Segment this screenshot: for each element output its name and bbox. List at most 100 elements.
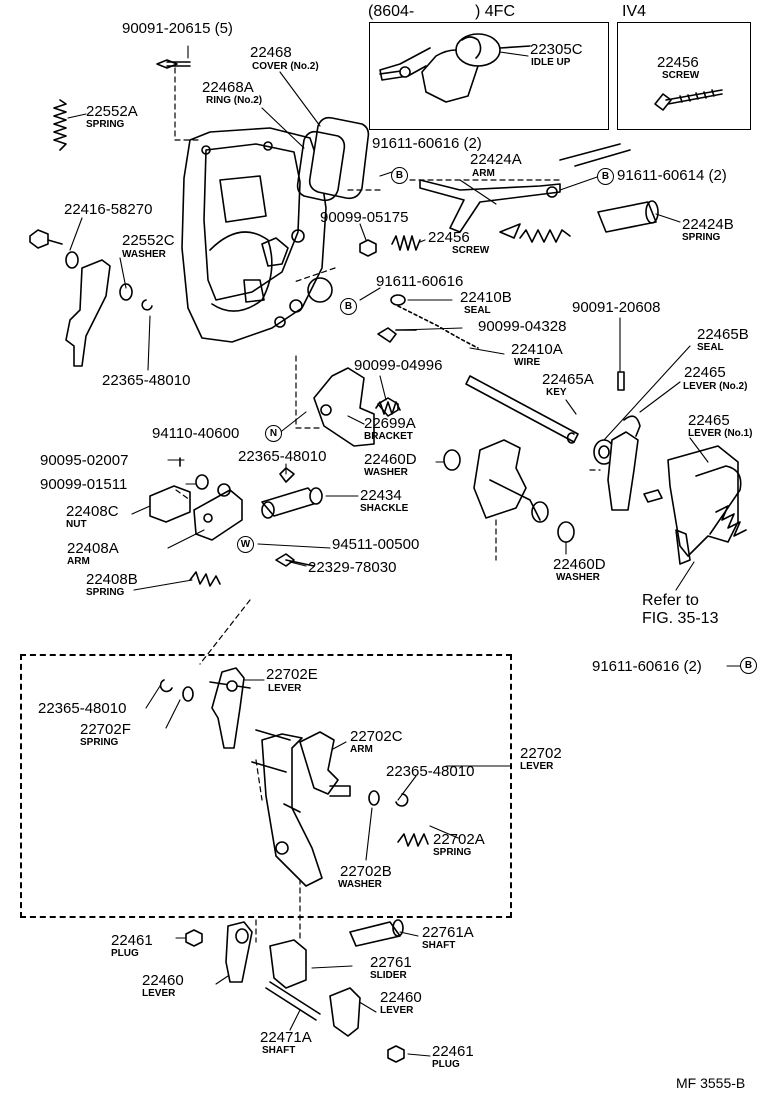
callout-part-number: 90099-01511 xyxy=(40,476,128,493)
spring-22552a-drawing xyxy=(53,99,67,151)
iv4-screw-drawing xyxy=(654,89,723,111)
iv4-box-title: IV4 xyxy=(622,3,647,20)
callout-part-number: 22456 xyxy=(428,229,470,246)
callout-part-number: 22465B xyxy=(697,326,749,343)
callout-part-name: SLIDER xyxy=(370,970,407,981)
callout-part-number: 90091-20608 xyxy=(572,299,661,316)
callout-part-number: 91611-60616 (2) xyxy=(372,135,482,152)
screw-22456-drawing xyxy=(359,235,421,257)
connector-b-circle: B xyxy=(391,167,408,184)
callout-part-number: 22471A xyxy=(260,1029,312,1046)
lever-22702-group-box xyxy=(20,654,512,918)
callout-part-number: 90099-04328 xyxy=(478,318,567,335)
governor-shaft-drawing xyxy=(465,375,579,444)
iv4-box xyxy=(617,22,751,130)
governor-weights-drawing xyxy=(443,439,575,543)
callout-part-name: ARM xyxy=(350,744,373,755)
callout-part-number: 22456 xyxy=(657,54,699,71)
callout-part-number: 22465 xyxy=(684,364,726,381)
callout-part-name: SCREW xyxy=(452,245,490,256)
callout-part-number: 22305C xyxy=(530,41,583,58)
callout-part-number: 22761A xyxy=(422,924,474,941)
connector-b-circle: B xyxy=(740,657,757,674)
callout-part-number: 94511-00500 xyxy=(332,536,420,553)
idle-up-box-title-left: (8604- xyxy=(368,3,415,20)
callout-part-name: WASHER xyxy=(364,467,408,478)
callout-part-name: SPRING xyxy=(80,737,119,748)
connector-b-circle: B xyxy=(340,298,357,315)
leader-lines xyxy=(67,45,743,1057)
callout-part-name: SPRING xyxy=(682,232,721,243)
shackle-22434-drawing xyxy=(261,487,323,519)
idle-up-actuator-drawing xyxy=(379,33,531,103)
connector-n-circle: N xyxy=(265,425,282,442)
callout-part-number: 22761 xyxy=(370,954,412,971)
callout-part-number: 22552A xyxy=(86,103,138,120)
callout-part-name: SPRING xyxy=(86,119,125,130)
callout-part-name: PLUG xyxy=(111,948,139,959)
callout-part-name: WASHER xyxy=(122,249,166,260)
callout-part-name: RING (No.2) xyxy=(206,95,263,106)
callout-part-number: 22460D xyxy=(553,556,606,573)
callout-part-name: SCREW xyxy=(662,70,700,81)
callout-part-number: 22702F xyxy=(80,721,131,738)
callout-part-number: 94110-40600 xyxy=(152,425,240,442)
callout-part-number: 22702B xyxy=(340,863,392,880)
callout-part-number: 22468A xyxy=(202,79,254,96)
callout-part-number: 22461 xyxy=(111,932,153,949)
callout-part-name: LEVER xyxy=(268,683,302,694)
callout-part-number: 22365-48010 xyxy=(238,448,327,465)
idle-up-box xyxy=(369,22,609,130)
left-bracket-drawing xyxy=(65,259,111,367)
callout-part-number: 22702E xyxy=(266,666,318,683)
callout-part-name: LEVER xyxy=(380,1005,414,1016)
callout-part-number: 22702A xyxy=(433,831,485,848)
idle-up-box-title-right: ) 4FC xyxy=(475,3,515,20)
reference-line-1: Refer to xyxy=(642,592,699,609)
cover-and-ring-drawing xyxy=(296,116,370,202)
callout-part-number: 22460 xyxy=(380,989,422,1006)
callout-part-number: 22461 xyxy=(432,1043,474,1060)
callout-part-name: ARM xyxy=(67,556,90,567)
callout-part-name: NUT xyxy=(66,519,87,530)
callout-part-name: WIRE xyxy=(514,357,541,368)
callout-part-number: 22702 xyxy=(520,745,562,762)
callout-part-number: 91611-60616 (2) xyxy=(592,658,702,675)
callout-part-name: LEVER xyxy=(142,988,176,999)
callout-part-number: 22410B xyxy=(460,289,512,306)
callout-part-name: BRACKET xyxy=(364,431,413,442)
callout-part-number: 22552C xyxy=(122,232,175,249)
bracket-22699a-drawing xyxy=(313,367,401,447)
callout-part-name: PLUG xyxy=(432,1059,460,1070)
callout-part-number: 90099-05175 xyxy=(320,209,409,226)
callout-part-number: 22434 xyxy=(360,487,402,504)
callout-part-name: SPRING xyxy=(86,587,125,598)
callout-part-name: ARM xyxy=(472,168,495,179)
lever-assembly-drawing xyxy=(593,371,747,565)
callout-part-number: 22408B xyxy=(86,571,138,588)
callout-part-number: 22329-78030 xyxy=(308,559,397,576)
callout-part-name: COVER (No.2) xyxy=(252,61,319,72)
callout-part-number: 22460D xyxy=(364,451,417,468)
bolt-drawing xyxy=(156,59,191,69)
callout-part-name: WASHER xyxy=(556,572,600,583)
callout-part-name: WASHER xyxy=(338,879,382,890)
callout-part-number: 90091-20615 (5) xyxy=(122,20,233,37)
callout-part-number: 90095-02007 xyxy=(40,452,129,469)
callout-part-number: 22365-48010 xyxy=(38,700,127,717)
figure-code: MF 3555-B xyxy=(676,1075,746,1091)
callout-part-number: 91611-60614 (2) xyxy=(617,167,727,184)
callout-part-name: SHAFT xyxy=(422,940,456,951)
connector-w-circle: W xyxy=(237,536,254,553)
dashed-leaders xyxy=(174,67,601,943)
callout-part-name: KEY xyxy=(546,387,567,398)
callout-part-number: 22460 xyxy=(142,972,184,989)
callout-part-name: SHAFT xyxy=(262,1045,296,1056)
callout-part-number: 22699A xyxy=(364,415,416,432)
callout-part-number: 22424B xyxy=(682,216,734,233)
callout-part-number: 22365-48010 xyxy=(102,372,191,389)
callout-part-name: LEVER xyxy=(520,761,554,772)
callout-part-number: 22465 xyxy=(688,412,730,429)
